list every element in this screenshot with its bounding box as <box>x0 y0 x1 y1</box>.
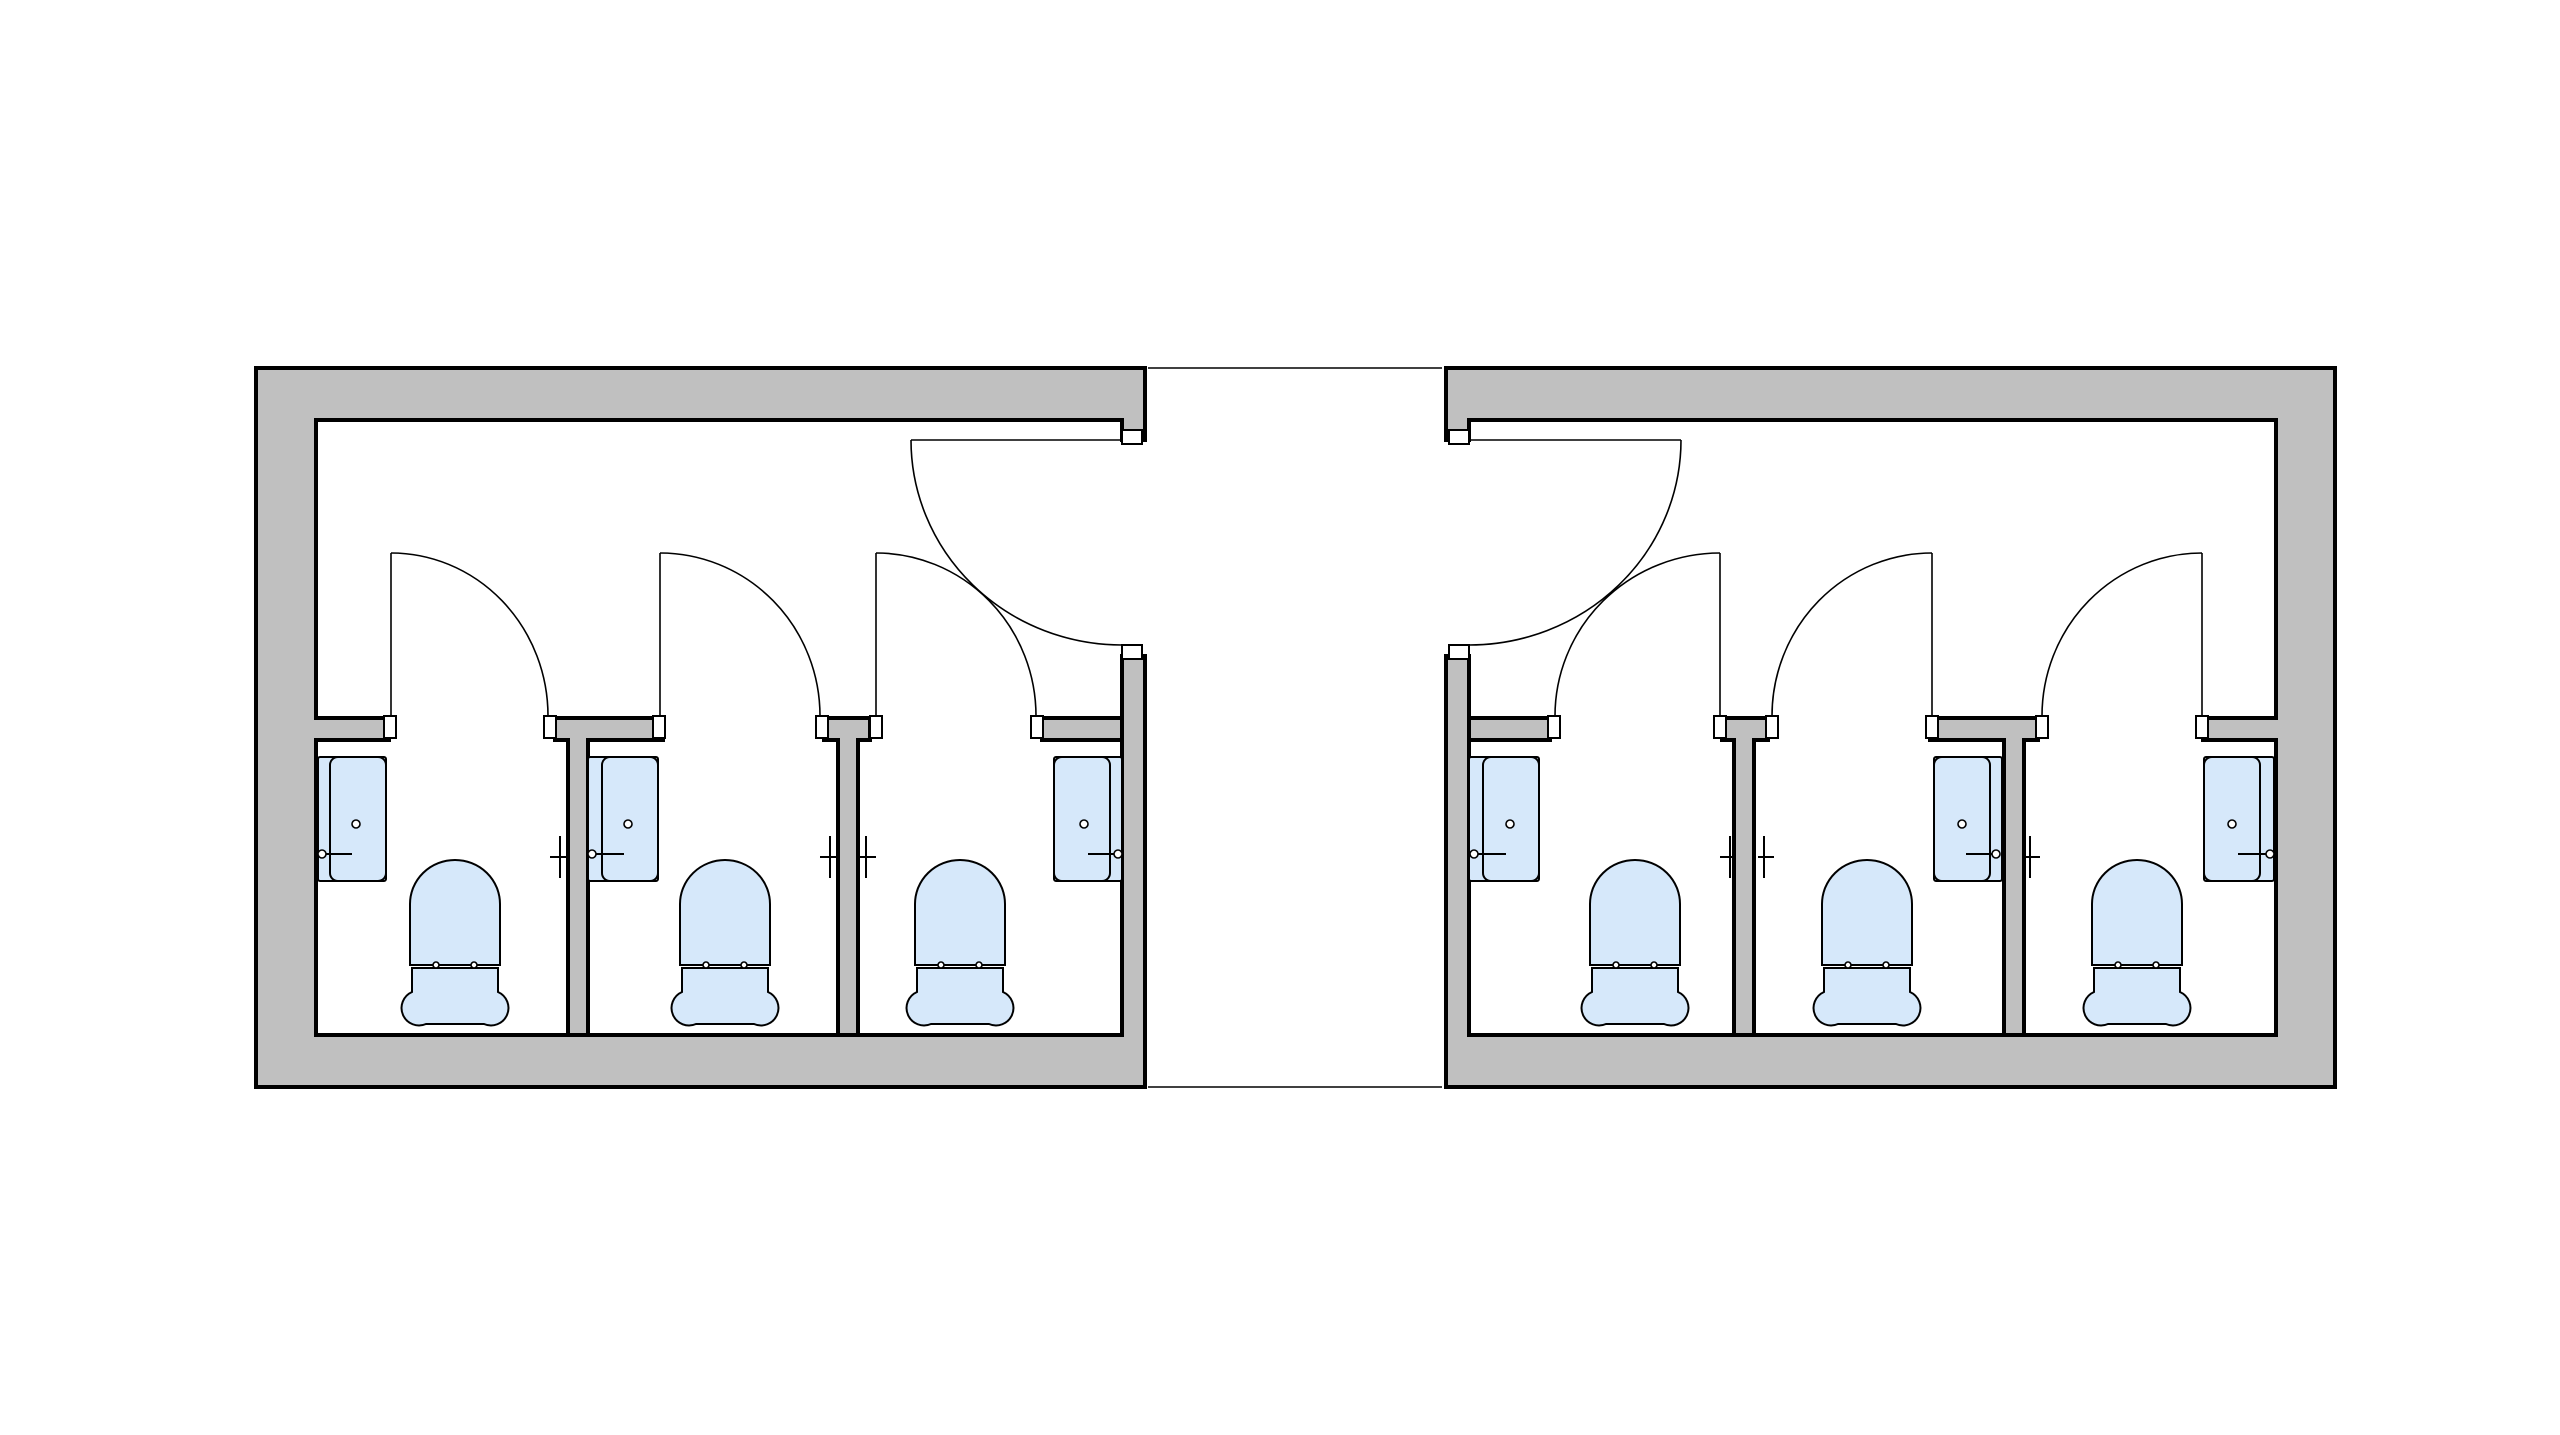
door-jamb <box>1547 715 1561 739</box>
door-jamb <box>815 715 829 739</box>
left-stall-door-1[interactable] <box>383 552 557 739</box>
sink-icon <box>1933 756 2003 882</box>
door-swing <box>910 439 1123 646</box>
door-jamb <box>1713 715 1727 739</box>
door-swing <box>659 552 821 717</box>
door-swing <box>1771 552 1933 717</box>
right-stall-door-2[interactable] <box>1765 552 1939 739</box>
right-stall-1 <box>1468 756 1774 1027</box>
door-jamb <box>383 715 397 739</box>
toilet-icon <box>1812 859 1922 1027</box>
door-jamb <box>1121 429 1143 445</box>
right-stall-door-3[interactable] <box>2035 552 2209 739</box>
door-swing <box>2041 552 2203 717</box>
left-entry-door[interactable] <box>910 429 1143 660</box>
right-block-walls <box>1444 366 2337 1089</box>
door-jamb <box>1030 715 1044 739</box>
door-swing <box>390 552 549 717</box>
door-jamb <box>1121 644 1143 660</box>
door-jamb <box>1448 429 1470 445</box>
grab-bar-icon <box>820 836 876 878</box>
door-jamb <box>869 715 883 739</box>
grab-bar-icon <box>550 836 566 878</box>
door-jamb <box>652 715 666 739</box>
sink-icon <box>1053 756 1123 882</box>
right-stall-2 <box>1812 756 2040 1027</box>
sink-icon <box>317 756 387 882</box>
toilet-icon <box>905 859 1015 1027</box>
door-swing <box>1468 439 1682 646</box>
right-stall-front-wall-1 <box>1467 716 1552 742</box>
door-jamb <box>1765 715 1779 739</box>
left-stall-3 <box>905 756 1123 1027</box>
right-stall-door-1[interactable] <box>1547 552 1727 739</box>
grab-bar-icon <box>2024 836 2040 878</box>
sink-icon <box>1468 756 1540 882</box>
door-jamb <box>1448 644 1470 660</box>
toilet-icon <box>2082 859 2192 1027</box>
right-restroom-block <box>1444 366 2337 1089</box>
grab-bar-icon <box>1720 836 1774 878</box>
right-entry-door[interactable] <box>1448 429 1682 660</box>
left-restroom-block <box>254 366 1147 1089</box>
sink-icon <box>2203 756 2275 882</box>
toilet-icon <box>670 859 780 1027</box>
door-jamb <box>2035 715 2049 739</box>
left-stall-door-3[interactable] <box>869 552 1044 739</box>
left-stall-front-wall-3 <box>1040 716 1124 742</box>
toilet-icon <box>1580 859 1690 1027</box>
door-jamb <box>1925 715 1939 739</box>
door-swing <box>1554 552 1721 717</box>
left-stall-door-2[interactable] <box>652 552 829 739</box>
door-jamb <box>2195 715 2209 739</box>
right-stall-front-wall-2 <box>1720 716 1770 1037</box>
toilet-icon <box>400 859 510 1027</box>
door-jamb <box>543 715 557 739</box>
sink-icon <box>587 756 659 882</box>
right-stall-3 <box>2082 756 2275 1027</box>
door-swing <box>875 552 1037 717</box>
left-stall-2 <box>587 756 876 1027</box>
left-stall-1 <box>317 756 566 1027</box>
